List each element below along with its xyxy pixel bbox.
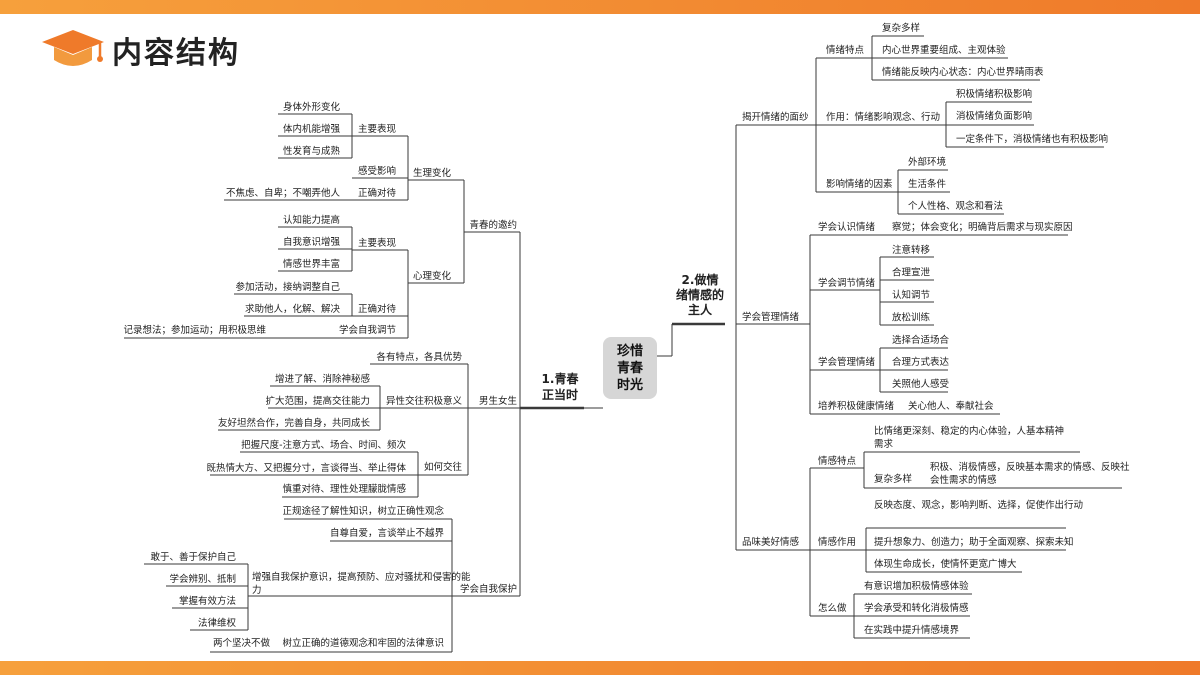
map-node-label: 主要表现	[358, 123, 397, 135]
map-node-label: 各有特点，各具优势	[376, 351, 462, 363]
map-node-label: 主要表现	[358, 237, 397, 249]
map-node-label: 察觉；体会变化；明确背后需求与现实原因	[892, 221, 1073, 233]
map-node-label: 法律维权	[198, 617, 237, 629]
map-node-label: 记录想法；参加运动；用积极思维	[123, 324, 266, 336]
map-node-label: 选择合适场合	[892, 334, 950, 346]
map-node-label: 体内机能增强	[283, 123, 341, 135]
map-node-label: 注意转移	[892, 244, 931, 256]
branch-label: 青春的邀约	[469, 219, 517, 231]
map-node-label: 外部环境	[908, 156, 947, 168]
map-node-label: 关心他人、奉献社会	[908, 400, 994, 412]
map-node-label: 扩大范围，提高交往能力	[265, 395, 370, 407]
left-main-label: 1.青春正当时	[542, 371, 580, 402]
map-node-label: 学会自我调节	[339, 324, 396, 336]
map-node-label: 复杂多样	[882, 22, 920, 34]
right-main-label: 2.做情绪情感的主人	[676, 272, 724, 317]
map-node-label: 复杂多样	[874, 473, 912, 485]
map-node-label: 积极情绪积极影响	[956, 88, 1032, 100]
map-node-label: 内心世界重要组成、主观体验	[882, 44, 1006, 56]
map-node-label: 提升想象力、创造力；助于全面观察、探索未知	[874, 536, 1074, 548]
bottom-accent-bar	[0, 661, 1200, 675]
map-node-label: 学会辨别、抵制	[169, 573, 236, 585]
map-node-label: 参加活动，接纳调整自己	[235, 281, 340, 293]
map-node-label: 增强自我保护意识，提高预防、应对骚扰和侵害的能力	[252, 571, 471, 596]
map-node-label: 培养积极健康情绪	[818, 400, 895, 412]
map-node-label: 树立正确的道德观念和牢固的法律意识	[282, 637, 444, 649]
branch-label: 品味美好情感	[742, 536, 800, 548]
map-node-label: 比情绪更深刻、稳定的内心体验，人基本精神需求	[874, 425, 1064, 450]
center-node-label: 珍惜青春时光	[616, 343, 643, 393]
map-node-label: 既热情大方、又把握分寸，言谈得当、举止得体	[206, 462, 406, 474]
map-node-label: 友好坦然合作，完善自身，共同成长	[218, 417, 371, 429]
map-node-label: 在实践中提升情感境界	[864, 624, 960, 636]
map-node-label: 求助他人，化解、解决	[245, 303, 341, 315]
map-node-label: 自我意识增强	[283, 236, 341, 248]
map-node-label: 感受影响	[358, 165, 396, 177]
page-title: 内容结构	[112, 36, 240, 71]
map-node-label: 放松训练	[892, 312, 931, 324]
map-node-label: 反映态度、观念，影响判断、选择，促使作出行动	[874, 499, 1083, 511]
map-node-label: 学会管理情绪	[818, 356, 876, 368]
map-node-label: 把握尺度-注意方式、场合、时间、频次	[241, 439, 406, 451]
map-node-label: 不焦虑、自卑；不嘲弄他人	[226, 187, 341, 199]
map-node-label: 有意识增加积极情感体验	[864, 580, 969, 592]
map-node-label: 情绪特点	[826, 44, 865, 56]
map-node-label: 影响情绪的因素	[826, 178, 893, 190]
map-node-label: 认知能力提高	[283, 214, 340, 226]
map-node-label: 情感作用	[818, 536, 856, 548]
sub-branch-label: 生理变化	[413, 167, 452, 179]
branch-label: 学会管理情绪	[742, 311, 800, 323]
map-node-label: 个人性格、观念和看法	[908, 200, 1003, 212]
map-node-label: 消极情绪负面影响	[956, 110, 1032, 122]
map-node-label: 掌握有效方法	[179, 595, 236, 607]
branch-label: 学会自我保护	[460, 583, 517, 595]
map-node-label: 体现生命成长，使情怀更宽广博大	[874, 558, 1017, 570]
map-node-label: 慎重对待、理性处理朦胧情感	[282, 483, 406, 495]
map-node-label: 增进了解、消除神秘感	[275, 373, 371, 385]
map-node-label: 怎么做	[818, 602, 847, 614]
branch-label: 男生女生	[479, 395, 518, 407]
map-node-label: 情感特点	[818, 455, 857, 467]
top-accent-bar	[0, 0, 1200, 14]
map-node-label: 自尊自爱，言谈举止不越界	[330, 527, 445, 539]
center-node[interactable]: 珍惜青春时光	[603, 337, 657, 399]
map-node-label: 敢于、善于保护自己	[150, 551, 236, 563]
graduation-cap-icon	[42, 30, 104, 66]
map-node-label: 学会调节情绪	[818, 277, 876, 289]
map-node-label: 认知调节	[892, 289, 930, 301]
map-node-label: 身体外形变化	[283, 101, 341, 113]
map-node-label: 如何交往	[424, 461, 463, 473]
map-node-label: 情绪能反映内心状态：内心世界晴雨表	[882, 66, 1044, 78]
map-node-label: 合理宣泄	[892, 267, 931, 279]
branch-label: 揭开情绪的面纱	[742, 111, 809, 123]
map-node-label: 异性交往积极意义	[386, 395, 463, 407]
map-node-label: 两个坚决不做	[213, 637, 271, 649]
map-node-label: 作用：情绪影响观念、行动	[826, 111, 940, 123]
map-node-label: 性发育与成熟	[283, 145, 341, 157]
map-node-label: 正确对待	[358, 187, 397, 199]
map-node-label: 合理方式表达	[892, 356, 950, 368]
map-node-label: 正规途径了解性知识，树立正确性观念	[282, 505, 444, 517]
map-node-label: 积极、消极情感，反映基本需求的情感、反映社会性需求的情感	[930, 461, 1130, 486]
map-node-label: 正确对待	[358, 303, 397, 315]
map-node-label: 学会认识情绪	[818, 221, 876, 233]
map-node-label: 一定条件下，消极情绪也有积极影响	[956, 133, 1108, 145]
sub-branch-label: 心理变化	[413, 270, 452, 282]
map-node-label: 生活条件	[908, 178, 947, 190]
map-node-label: 关照他人感受	[892, 378, 949, 390]
map-node-label: 学会承受和转化消极情感	[864, 602, 969, 614]
map-node-label: 情感世界丰富	[283, 258, 340, 270]
